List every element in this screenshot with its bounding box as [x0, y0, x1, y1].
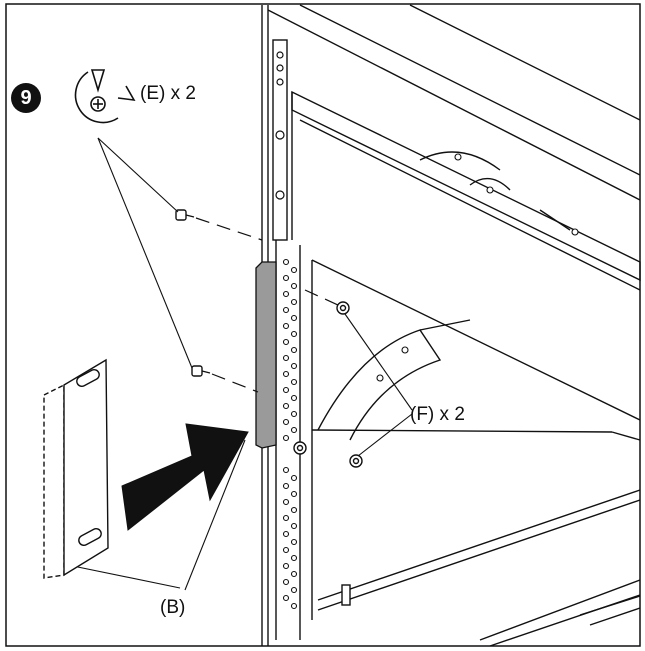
upper-rack-holes — [275, 51, 285, 200]
screwdriver-rotate-icon — [74, 69, 136, 124]
lower-rack-holes — [282, 153, 579, 610]
insert-direction-arrow — [121, 423, 249, 531]
step-number-badge: 9 — [11, 83, 41, 113]
alignment-lines — [195, 217, 339, 393]
callout-nuts-f: (F) x 2 — [410, 404, 465, 425]
diagram-border — [5, 3, 641, 647]
callout-bracket-b: (B) — [160, 597, 186, 618]
screws — [175, 209, 211, 377]
cage-nuts — [293, 301, 363, 606]
leader-lines — [67, 137, 413, 591]
mounted-bracket — [255, 261, 277, 449]
rack-cabinet — [261, 4, 641, 647]
callout-screws-e: (E) x 2 — [140, 83, 196, 104]
loose-bracket — [43, 358, 109, 579]
